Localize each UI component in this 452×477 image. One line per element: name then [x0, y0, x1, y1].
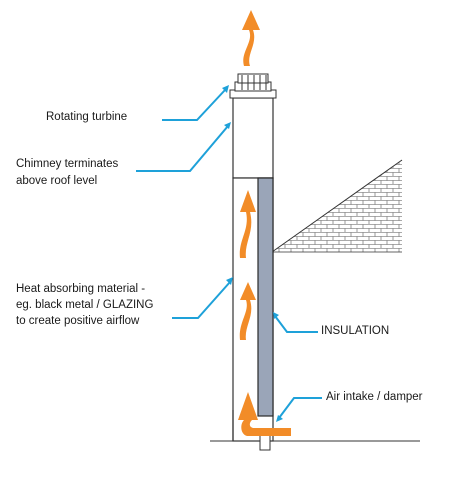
label-insulation: INSULATION: [321, 325, 390, 337]
exhaust-arrow-icon: [242, 10, 260, 66]
leader-arrowhead-icon: [276, 415, 283, 422]
leader-lines: [136, 89, 322, 419]
label-chimney-line1: Chimney terminates: [16, 158, 119, 170]
label-heat-line1: Heat absorbing material -: [16, 283, 146, 295]
updraft-arrow-icon: [239, 190, 256, 258]
leader-arrowhead-icon: [222, 85, 229, 93]
label-air-intake: Air intake / damper: [326, 391, 423, 403]
leader-rotating-turbine: [162, 89, 226, 121]
leader-insulation: [274, 315, 318, 333]
label-rotating-turbine: Rotating turbine: [46, 111, 128, 123]
leader-chimney: [136, 125, 229, 172]
leader-air-intake: [278, 397, 322, 419]
leader-arrowhead-icon: [273, 312, 279, 319]
updraft-arrow-icon: [239, 282, 256, 340]
rotating-turbine: [229, 73, 277, 99]
label-heat-line2: eg. black metal / GLAZING: [16, 299, 154, 311]
insulation-panel: [257, 177, 274, 417]
leader-arrowhead-icon: [224, 122, 231, 129]
intake-arrow-icon: [238, 392, 291, 436]
label-heat-line3: to create positive airflow: [16, 315, 140, 327]
airflow-arrows: [238, 10, 291, 436]
label-chimney-line2: above roof level: [16, 175, 98, 187]
roof: [271, 159, 403, 253]
chimney-upper-section: [232, 97, 274, 179]
leader-heat-material: [172, 281, 231, 319]
leader-arrowhead-icon: [226, 277, 233, 285]
